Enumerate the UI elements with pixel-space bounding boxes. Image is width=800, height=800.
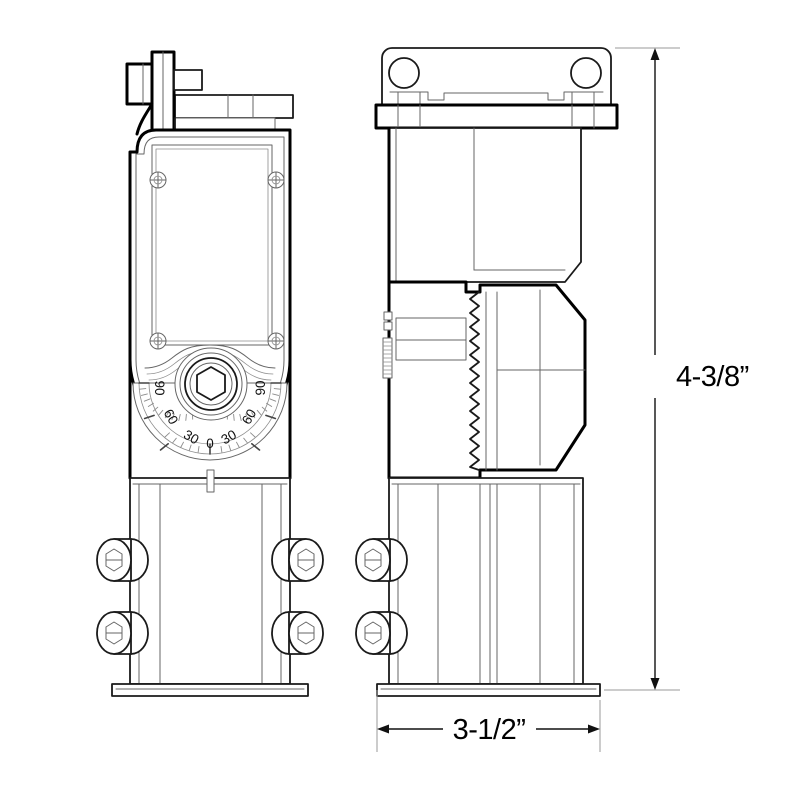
overall-height-dimension: 4-3/8”: [604, 47, 749, 691]
bolt-right-upper[interactable]: [271, 538, 324, 582]
mounting-top-plate: [381, 47, 612, 106]
panel-screw-bottom-right[interactable]: [267, 332, 285, 350]
scale-label-90-left: 90: [152, 380, 167, 395]
knurled-adjust-knob[interactable]: [382, 337, 393, 379]
base-foot-plate: [111, 683, 309, 697]
mid-section: [382, 280, 587, 480]
lower-body-block: [388, 477, 584, 685]
side-bolt-upper[interactable]: [355, 538, 408, 582]
hub-hex-socket: [196, 366, 226, 401]
serrated-rack-edge: [469, 291, 480, 471]
panel-screw-top-right[interactable]: [267, 171, 285, 189]
mount-hole-right[interactable]: [570, 57, 602, 89]
lever-arm-lower: [174, 117, 276, 131]
scale-label-90-right: 90: [253, 380, 268, 395]
top-plate-recess: [389, 91, 604, 101]
dial-scale-numbers: 90 60 30 0 30 60 90: [152, 380, 268, 451]
scale-index-pointer: [206, 469, 215, 493]
left-edge-tab-lower: [383, 321, 393, 331]
top-flange: [374, 103, 619, 130]
knob-knurl-lines: [382, 341, 393, 375]
lever-arm-divisions: [227, 94, 254, 119]
upper-body-outline: [388, 127, 582, 283]
lever-neck-curve: [135, 102, 154, 136]
bolt-left-lower[interactable]: [96, 611, 149, 655]
scale-label-0: 0: [206, 436, 214, 451]
scale-label-60-left: 60: [161, 406, 182, 427]
base-column-ribs: [138, 483, 282, 685]
panel-plate-inner: [155, 148, 269, 342]
scale-label-30-right: 30: [218, 427, 239, 448]
width-arrow-right: [588, 724, 600, 734]
top-plate-ribs: [397, 91, 595, 106]
bolt-left-upper[interactable]: [96, 538, 149, 582]
lever-knob-block[interactable]: [125, 62, 154, 106]
lever-stub: [173, 69, 203, 91]
hub-ring-3: [184, 357, 238, 411]
bolt-right-lower[interactable]: [271, 611, 324, 655]
overall-width-dimension: 3-1/2”: [376, 690, 601, 752]
side-view: [355, 47, 619, 697]
panel-screw-bottom-left[interactable]: [149, 332, 167, 350]
panel-plate: [151, 144, 273, 346]
overall-width-label: 3-1/2”: [453, 714, 526, 746]
mid-shelf: [395, 317, 467, 361]
panel-screw-top-left[interactable]: [149, 171, 167, 189]
height-arrow-top: [650, 48, 660, 60]
mount-hole-left[interactable]: [388, 57, 420, 89]
flange-ribs: [397, 104, 595, 129]
foot-plate-body: [111, 683, 309, 697]
angle-scale-dial[interactable]: 90 60 30 0 30 60 90: [132, 380, 288, 461]
hub-ring-2: [179, 352, 243, 416]
scale-label-60-right: 60: [239, 406, 260, 427]
height-arrow-bottom: [650, 678, 660, 690]
side-bolt-lower[interactable]: [355, 611, 408, 655]
overall-height-label: 4-3/8”: [676, 361, 749, 393]
lower-body-outline: [388, 477, 584, 685]
base-column: [128, 358, 292, 685]
hub-ring-4: [189, 362, 233, 406]
flange-body: [374, 103, 619, 130]
front-view: 90 60 30 0 30 60 90: [96, 50, 324, 697]
base-column-side-walls: [128, 358, 292, 480]
scale-label-30-left: 30: [181, 427, 202, 448]
side-foot-body: [376, 683, 601, 697]
main-body-panel: [149, 144, 285, 350]
lever-arm-upper: [174, 94, 294, 119]
base-column-body: [129, 477, 291, 685]
lower-body-ribs: [397, 483, 575, 685]
dial-face: [132, 382, 288, 461]
mid-body-outline: [387, 280, 587, 480]
left-edge-tab-upper: [383, 311, 393, 321]
width-arrow-left: [377, 724, 389, 734]
center-hex-hub[interactable]: [174, 347, 248, 421]
side-foot-plate: [376, 683, 601, 697]
